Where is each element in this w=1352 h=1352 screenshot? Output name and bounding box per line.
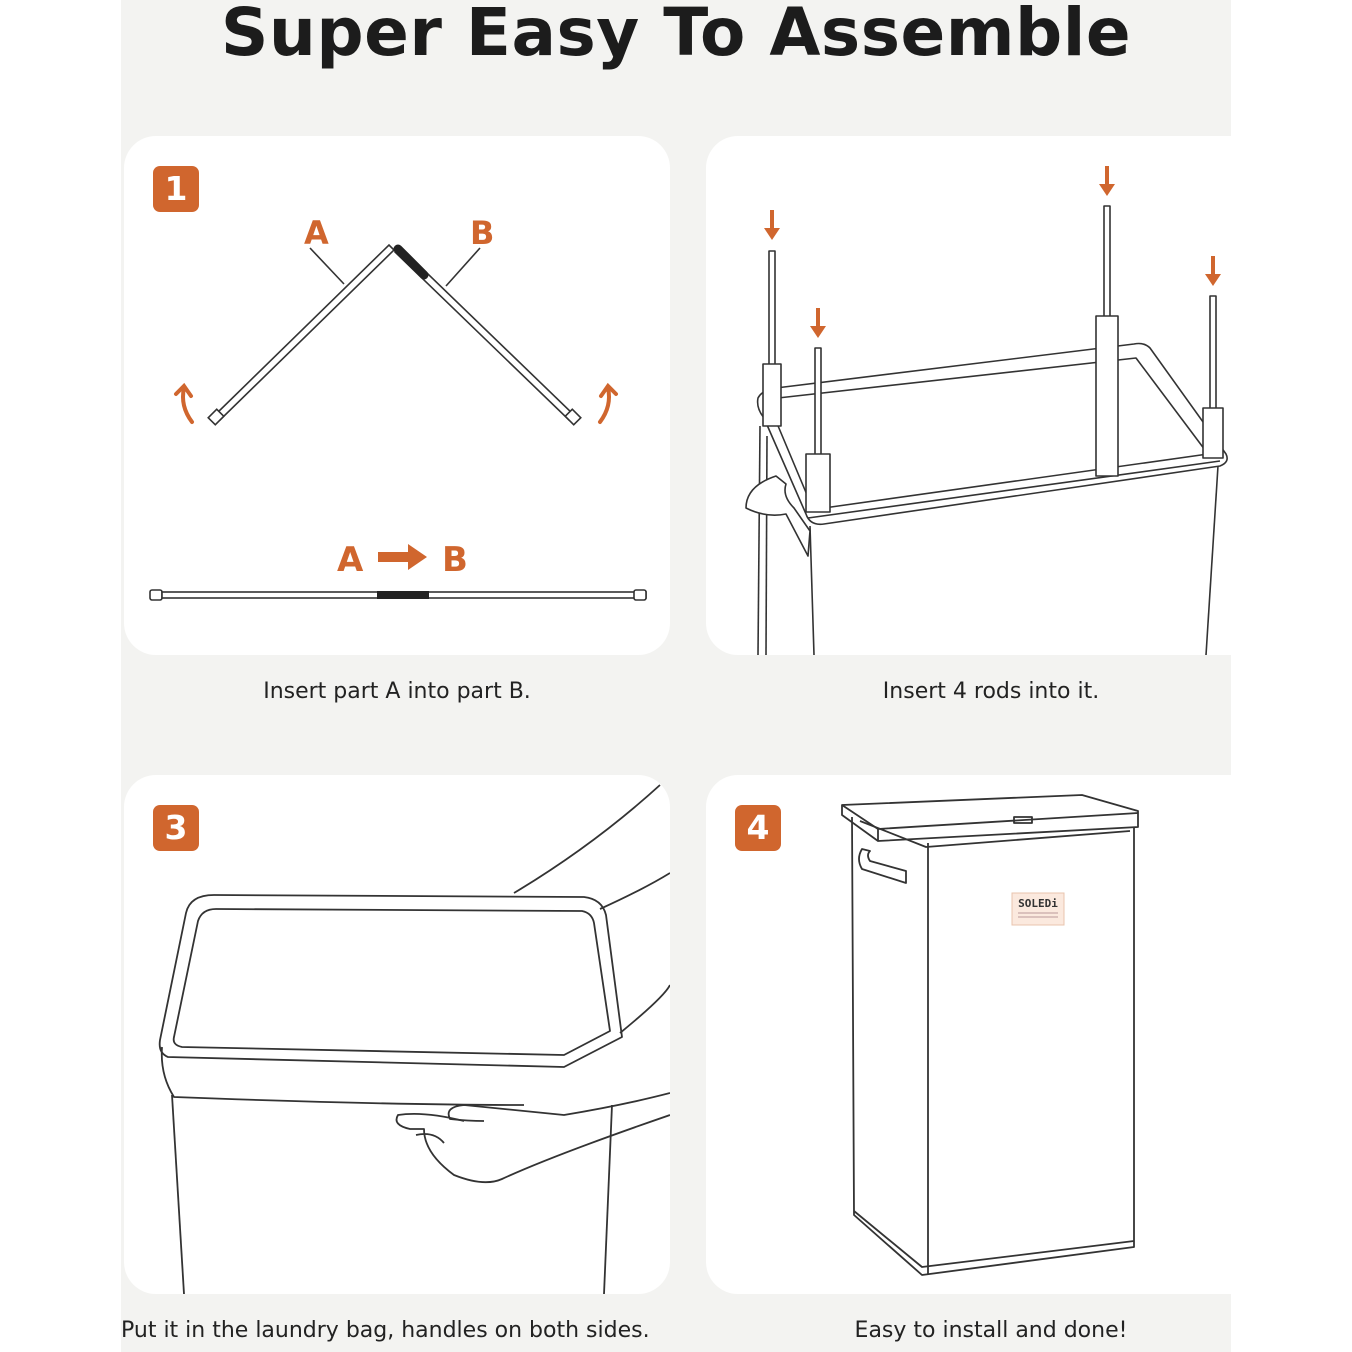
curved-arrow-right-icon [598, 386, 611, 424]
finished-hamper-illustration: SOLEDi [841, 794, 1139, 1276]
arrow-right-icon [378, 544, 427, 570]
down-arrows-group [764, 166, 1221, 338]
brand-label: SOLEDi [1018, 897, 1058, 910]
step-1-panel: A B A B 1 [124, 136, 670, 655]
label-a-bottom: A [337, 540, 364, 580]
step-1-caption: Insert part A into part B. [263, 679, 531, 704]
label-a: A [304, 214, 329, 252]
step-1-badge: 1 [153, 166, 199, 212]
frame-with-rods-illustration [745, 166, 1228, 655]
down-arrow-icon [810, 308, 826, 338]
frame-into-bag-illustration [158, 784, 670, 1294]
step-4-badge: 4 [735, 805, 781, 851]
step-4-panel: SOLEDi 4 [706, 775, 1246, 1294]
step-3-badge: 3 [153, 805, 199, 851]
curved-arrow-left-icon [181, 386, 194, 424]
down-arrow-icon [764, 210, 780, 240]
step-3-panel: 3 [124, 775, 670, 1294]
down-arrow-icon [1099, 166, 1115, 196]
rod-assembly-illustration: A B A B [149, 214, 647, 601]
brand-tag [1011, 892, 1065, 926]
step-2-panel [706, 136, 1246, 655]
label-b: B [470, 214, 494, 252]
label-b-bottom: B [442, 540, 468, 580]
step-3-caption: Put it in the laundry bag, handles on bo… [121, 1318, 650, 1343]
page-title: Super Easy To Assemble [220, 0, 1132, 71]
step-2-caption: Insert 4 rods into it. [882, 679, 1100, 704]
down-arrow-icon [1205, 256, 1221, 286]
step-4-caption: Easy to install and done! [854, 1318, 1128, 1343]
